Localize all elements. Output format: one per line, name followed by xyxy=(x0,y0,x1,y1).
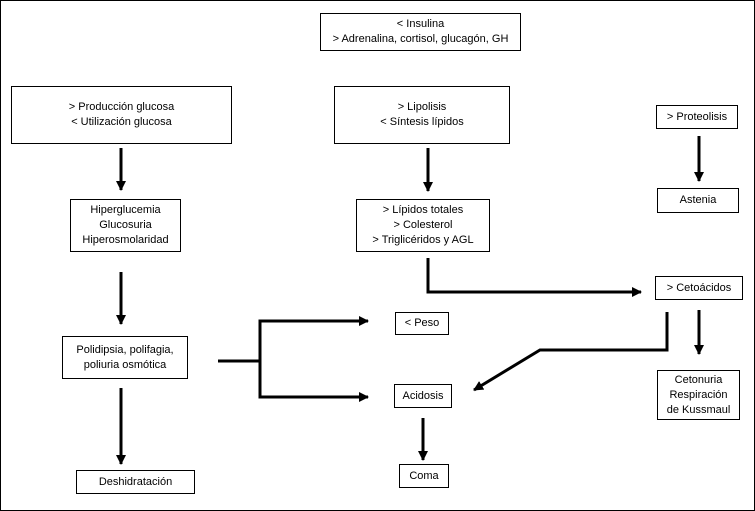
hormones-label-line: < Insulina xyxy=(396,18,445,30)
ketonuria-label-line: Cetonuria xyxy=(674,373,723,386)
lipolysis-label-line: < Síntesis lípidos xyxy=(380,116,464,128)
weight-label-line: < Peso xyxy=(404,317,440,329)
hyperglycemia-label-line: Hiperosmolaridad xyxy=(82,234,169,246)
hyperglycemia-label-line: Glucosuria xyxy=(99,219,152,231)
polydipsia-label-line: poliuria osmótica xyxy=(83,358,167,371)
dehydration-box: Deshidratación xyxy=(76,470,195,494)
hormones-box: < Insulina > Adrenalina, cortisol, glucag… xyxy=(320,13,521,51)
polydipsia-box: Polidipsia, polifagia, poliuria osmótica xyxy=(62,336,188,379)
lipids-label-line: > Triglicéridos y AGL xyxy=(372,234,474,246)
glucose-label-line: > Producción glucosa xyxy=(68,101,175,113)
ketonuria-label-line: Respiración xyxy=(669,388,728,401)
acidosis-label-line: Acidosis xyxy=(402,389,444,402)
proteolysis-box: > Proteolisis xyxy=(656,105,738,129)
ketoacids-box: > Cetoácidos xyxy=(655,276,743,300)
glucose-label-line: < Utilización glucosa xyxy=(71,116,172,128)
lipolysis-box: > Lipolisis < Síntesis lípidos xyxy=(334,86,510,144)
hyperglycemia-label-line: Hiperglucemia xyxy=(90,204,161,216)
ketoacids-label-line: > Cetoácidos xyxy=(666,281,732,294)
dehydration-label-line: Deshidratación xyxy=(98,475,173,488)
acidosis-box: Acidosis xyxy=(394,384,452,408)
glucose-box: > Producción glucosa < Utilización glucos… xyxy=(11,86,232,144)
hormones-label-line: > Adrenalina, cortisol, glucagón, GH xyxy=(332,33,509,45)
lipids-box: > Lípidos totales > Colesterol > Triglicér… xyxy=(356,199,490,252)
lipids-label-line: > Lípidos totales xyxy=(382,204,464,216)
coma-box: Coma xyxy=(399,464,449,488)
lipolysis-label-line: > Lipolisis xyxy=(397,101,447,113)
arrow-lipids-to-ketoacids xyxy=(426,258,642,297)
lipids-label-line: > Colesterol xyxy=(393,219,453,231)
weight-box: < Peso xyxy=(395,312,449,335)
astenia-label-line: Astenia xyxy=(679,194,717,206)
proteolysis-label-line: > Proteolisis xyxy=(666,110,728,123)
astenia-box: Astenia xyxy=(657,188,739,213)
ketonuria-label-line: de Kussmaul xyxy=(666,403,731,416)
coma-label-line: Coma xyxy=(409,469,439,482)
polydipsia-label-line: Polidipsia, polifagia, xyxy=(76,343,174,356)
arrow-polydipsia-to-weight xyxy=(218,316,369,363)
arrow-polydipsia-to-acidosis xyxy=(258,361,369,402)
arrow-ketoacids-to-acidosis xyxy=(473,312,669,392)
